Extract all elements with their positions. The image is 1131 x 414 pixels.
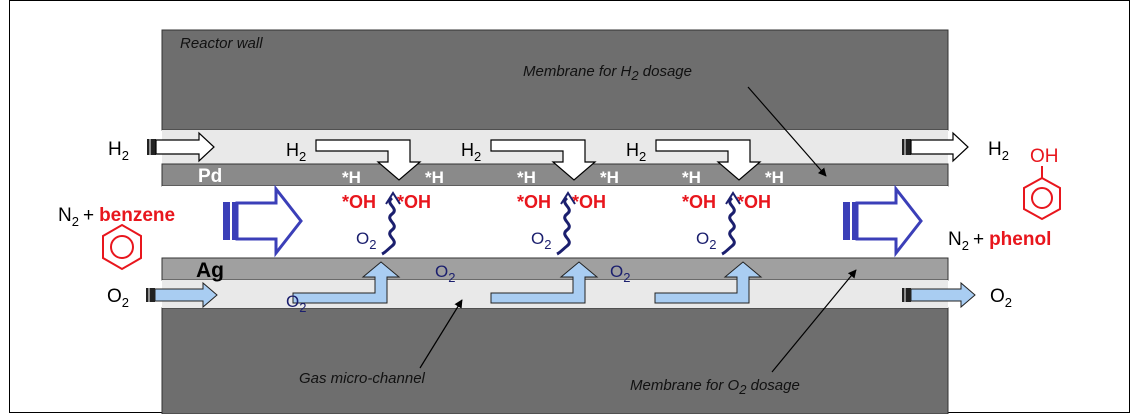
membrane-h2-pointer (747, 86, 827, 177)
o2-dosing-arrow (654, 261, 763, 304)
zone-h2-label: H2 (626, 140, 646, 164)
h2-dosing-arrow (490, 139, 597, 181)
adsorbed-oh-left: *OH (682, 192, 716, 212)
reactor-wall-label: Reactor wall (180, 35, 263, 52)
adsorbed-h-left: *H (342, 168, 361, 187)
o2-squiggle (721, 196, 736, 256)
h2-outlet-arrow (902, 131, 969, 163)
h2-dosing-arrow (655, 139, 762, 181)
phenol-oh-label: OH (1030, 146, 1059, 167)
adsorbed-h-left: *H (517, 168, 536, 187)
o2-outlet-label: O2 (990, 286, 1012, 310)
product-outlet-arrow (843, 184, 923, 258)
channel-o2-label-3: O2 (610, 262, 630, 285)
split-mark (725, 191, 741, 205)
ag-membrane (161, 257, 949, 281)
adsorbed-h-right: *H (600, 168, 619, 187)
feed-label: N2+benzene (58, 205, 175, 229)
zone-h2-label: H2 (461, 140, 481, 164)
gas-channel-label: Gas micro-channel (299, 370, 426, 387)
adsorbed-oh-right: *OH (737, 192, 771, 212)
adsorbed-oh-right: *OH (397, 192, 431, 212)
phenol-ring-icon (1023, 166, 1061, 221)
split-mark (560, 191, 576, 205)
o2-dosing-arrow (292, 261, 401, 304)
adsorbed-h-left: *H (682, 168, 701, 187)
ag-label: Ag (196, 259, 224, 282)
membrane-o2-pointer (771, 269, 857, 373)
o2-squiggle (556, 196, 571, 256)
adsorbed-oh-right: *OH (572, 192, 606, 212)
reactor-wall-top (161, 29, 949, 131)
zone-o2-label: O2 (356, 229, 376, 252)
o2-inlet-label: O2 (107, 286, 129, 310)
split-mark (385, 191, 401, 205)
membrane-o2-label: Membrane for O2 dosage (630, 377, 800, 397)
pd-membrane (161, 163, 949, 187)
feed-inlet-arrow (223, 184, 303, 258)
h2-dosing-arrow (315, 139, 422, 181)
product-label: N2+phenol (948, 229, 1051, 253)
adsorbed-h-right: *H (765, 168, 784, 187)
reaction-zone-3: H2 *H *H *OH *OH O2 (626, 139, 784, 256)
adsorbed-oh-left: *OH (517, 192, 551, 212)
membrane-h2-label: Membrane for H2 dosage (523, 63, 692, 83)
o2-dosing-step-2 (490, 261, 599, 304)
adsorbed-oh-left: *OH (342, 192, 376, 212)
pd-label: Pd (198, 166, 222, 187)
zone-o2-label: O2 (531, 229, 551, 252)
zone-h2-label: H2 (286, 140, 306, 164)
zone-o2-label: O2 (696, 229, 716, 252)
reaction-zone-1: H2 *H *H *OH *OH O2 (286, 139, 444, 256)
o2-inlet-arrow (146, 281, 218, 309)
channel-o2-label-1: O2 (286, 292, 306, 315)
gas-channel-pointer (419, 299, 463, 369)
o2-dosing-step-3 (654, 261, 763, 304)
o2-squiggle (381, 196, 396, 256)
channel-o2-label-2: O2 (435, 262, 455, 285)
adsorbed-h-right: *H (425, 168, 444, 187)
reaction-zone-2: H2 *H *H *OH *OH O2 (461, 139, 619, 256)
h2-inlet-arrow (147, 131, 215, 163)
o2-dosing-arrow (490, 261, 599, 304)
h2-inlet-label: H2 (108, 139, 129, 163)
reactor-wall-bottom (161, 307, 949, 414)
o2-dosing-step-1 (292, 261, 401, 304)
o2-outlet-arrow (902, 281, 976, 309)
benzene-ring-icon (102, 223, 142, 271)
h2-outlet-label: H2 (988, 139, 1009, 163)
